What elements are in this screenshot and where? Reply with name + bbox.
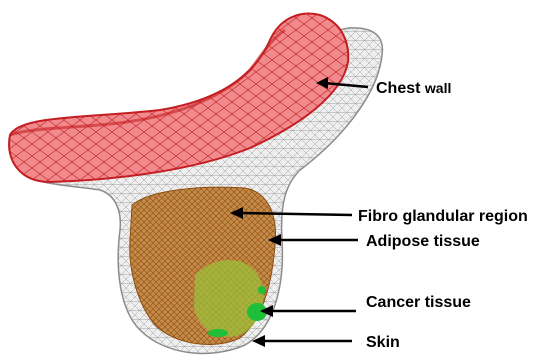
label-fibro-glandular: Fibro glandular region (358, 208, 528, 225)
label-chest-wall: Chest wall (376, 80, 451, 97)
label-chest-wall-suffix: wall (424, 80, 451, 96)
label-cancer-tissue: Cancer tissue (366, 294, 471, 311)
label-adipose-tissue: Adipose tissue (366, 233, 480, 250)
label-chest-wall-main: Chest (376, 80, 425, 97)
label-skin: Skin (366, 334, 400, 351)
